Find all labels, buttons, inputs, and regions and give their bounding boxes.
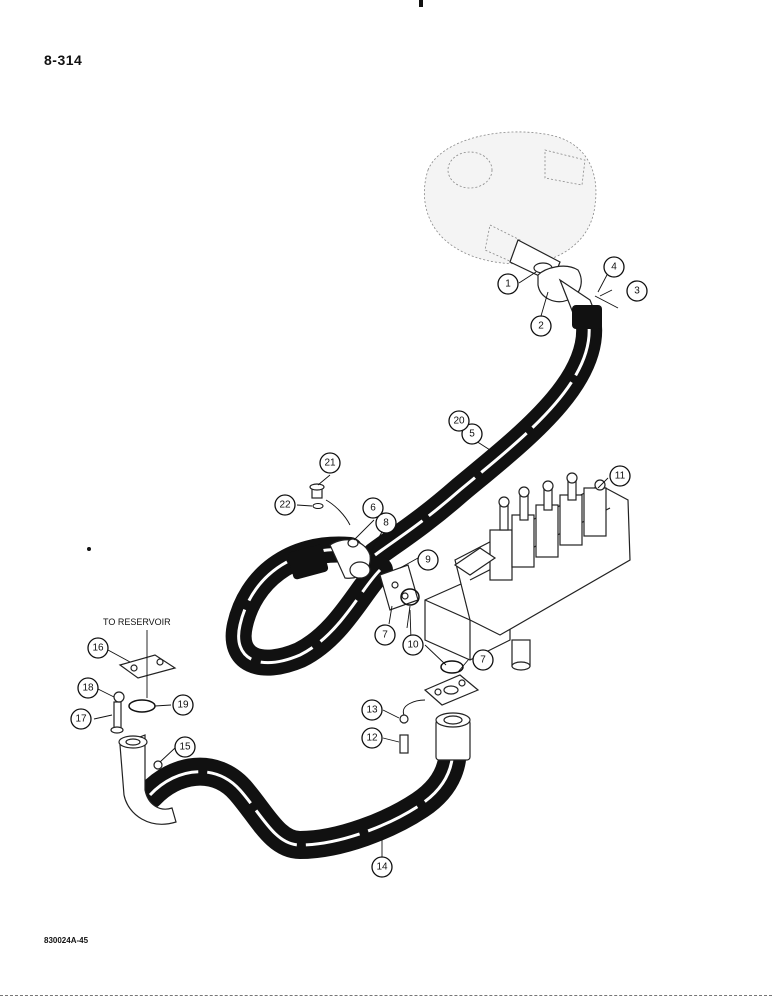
- callout-21: 21: [319, 452, 341, 474]
- callout-13: 13: [361, 699, 383, 721]
- svg-text:13: 13: [366, 705, 378, 716]
- callout-15: 15: [174, 736, 196, 758]
- svg-text:8: 8: [383, 518, 389, 529]
- svg-text:22: 22: [279, 500, 291, 511]
- callout-22: 22: [274, 494, 296, 516]
- svg-text:18: 18: [82, 683, 94, 694]
- callout-10: 10: [402, 634, 424, 656]
- callout-12: 12: [361, 727, 383, 749]
- hydraulic-pump: [424, 131, 597, 265]
- svg-text:1: 1: [505, 279, 511, 290]
- svg-text:17: 17: [75, 714, 87, 725]
- svg-text:19: 19: [177, 700, 189, 711]
- elbow-fitting: [329, 538, 371, 579]
- callout-1: 1: [497, 273, 519, 295]
- callout-11: 11: [609, 465, 631, 487]
- callout-2: 2: [530, 315, 552, 337]
- svg-text:5: 5: [469, 429, 475, 440]
- callout-4: 4: [603, 256, 625, 278]
- reservoir-hardware: [110, 654, 177, 734]
- svg-text:20: 20: [453, 416, 465, 427]
- callout-20: 20: [448, 410, 470, 432]
- svg-text:11: 11: [615, 471, 626, 482]
- callout-5: 5: [461, 423, 483, 445]
- top-mark: [419, 0, 423, 7]
- suction-hose: [136, 712, 471, 860]
- flange-bolt: [399, 699, 426, 754]
- callout-7-upper: 7: [374, 624, 396, 646]
- callout-17: 17: [70, 708, 92, 730]
- svg-text:16: 16: [92, 643, 104, 654]
- bottom-rule: [0, 995, 772, 996]
- svg-text:7: 7: [480, 655, 486, 666]
- svg-text:12: 12: [366, 733, 378, 744]
- plug-and-seal: [309, 483, 351, 526]
- reservoir-label: TO RESERVOIR: [103, 617, 171, 627]
- svg-text:6: 6: [370, 503, 376, 514]
- svg-text:9: 9: [425, 555, 431, 566]
- valve-spools: [489, 472, 607, 581]
- svg-text:3: 3: [634, 286, 640, 297]
- svg-text:7: 7: [382, 630, 388, 641]
- split-flange-lower: [423, 660, 480, 706]
- callout-7-lower: 7: [472, 649, 494, 671]
- figure-code: 830024A-45: [44, 936, 89, 945]
- callout-18: 18: [77, 677, 99, 699]
- callout-9: 9: [417, 549, 439, 571]
- loop-hose: [225, 536, 393, 676]
- split-flange-upper: [379, 564, 420, 611]
- reservoir-elbow: [118, 734, 177, 825]
- mark-dot: [87, 547, 91, 551]
- callout-19: 19: [172, 694, 194, 716]
- svg-text:14: 14: [376, 862, 388, 873]
- svg-text:2: 2: [538, 321, 544, 332]
- callout-16: 16: [87, 637, 109, 659]
- pressure-hose: [362, 305, 603, 568]
- callout-8: 8: [375, 512, 397, 534]
- callout-3: 3: [626, 280, 648, 302]
- svg-text:15: 15: [179, 742, 191, 753]
- callout-14: 14: [371, 856, 393, 878]
- callout-6: 6: [362, 497, 384, 519]
- page-number: 8-314: [44, 52, 83, 68]
- svg-text:10: 10: [407, 640, 419, 651]
- svg-text:21: 21: [324, 458, 336, 469]
- leader-lines: [93, 271, 613, 863]
- svg-text:4: 4: [611, 262, 617, 273]
- control-valve: [424, 472, 631, 671]
